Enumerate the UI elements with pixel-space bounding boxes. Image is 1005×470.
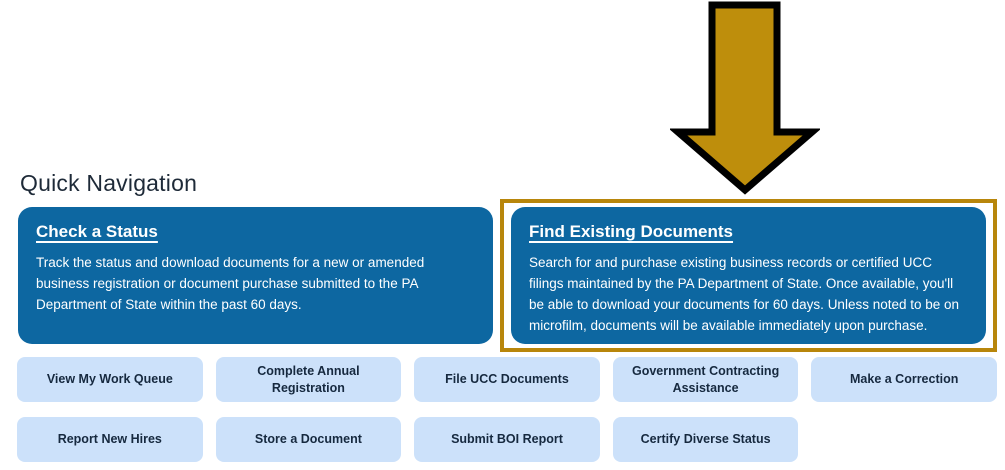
complete-annual-registration-button[interactable]: Complete Annual Registration — [215, 357, 402, 402]
government-contracting-assistance-button[interactable]: Government Contracting Assistance — [612, 357, 799, 402]
down-arrow-icon — [668, 1, 822, 198]
check-a-status-description: Track the status and download documents … — [36, 255, 425, 312]
file-ucc-documents-button[interactable]: File UCC Documents — [414, 357, 600, 402]
find-existing-documents-description: Search for and purchase existing busines… — [529, 255, 960, 333]
submit-boi-report-button[interactable]: Submit BOI Report — [414, 417, 600, 462]
card-find-existing-documents[interactable]: Find Existing Documents Search for and p… — [511, 207, 986, 344]
page-title: Quick Navigation — [20, 170, 198, 196]
quick-links-grid: View My Work Queue Complete Annual Regis… — [17, 357, 997, 462]
make-a-correction-button[interactable]: Make a Correction — [811, 357, 997, 402]
highlight-outline: Find Existing Documents Search for and p… — [500, 199, 997, 352]
certify-diverse-status-button[interactable]: Certify Diverse Status — [612, 417, 799, 462]
find-existing-documents-link[interactable]: Find Existing Documents — [529, 222, 734, 241]
report-new-hires-button[interactable]: Report New Hires — [17, 417, 203, 462]
card-check-a-status[interactable]: Check a Status Track the status and down… — [18, 207, 493, 344]
view-my-work-queue-button[interactable]: View My Work Queue — [17, 357, 203, 402]
store-a-document-button[interactable]: Store a Document — [215, 417, 402, 462]
check-a-status-link[interactable]: Check a Status — [36, 222, 158, 241]
